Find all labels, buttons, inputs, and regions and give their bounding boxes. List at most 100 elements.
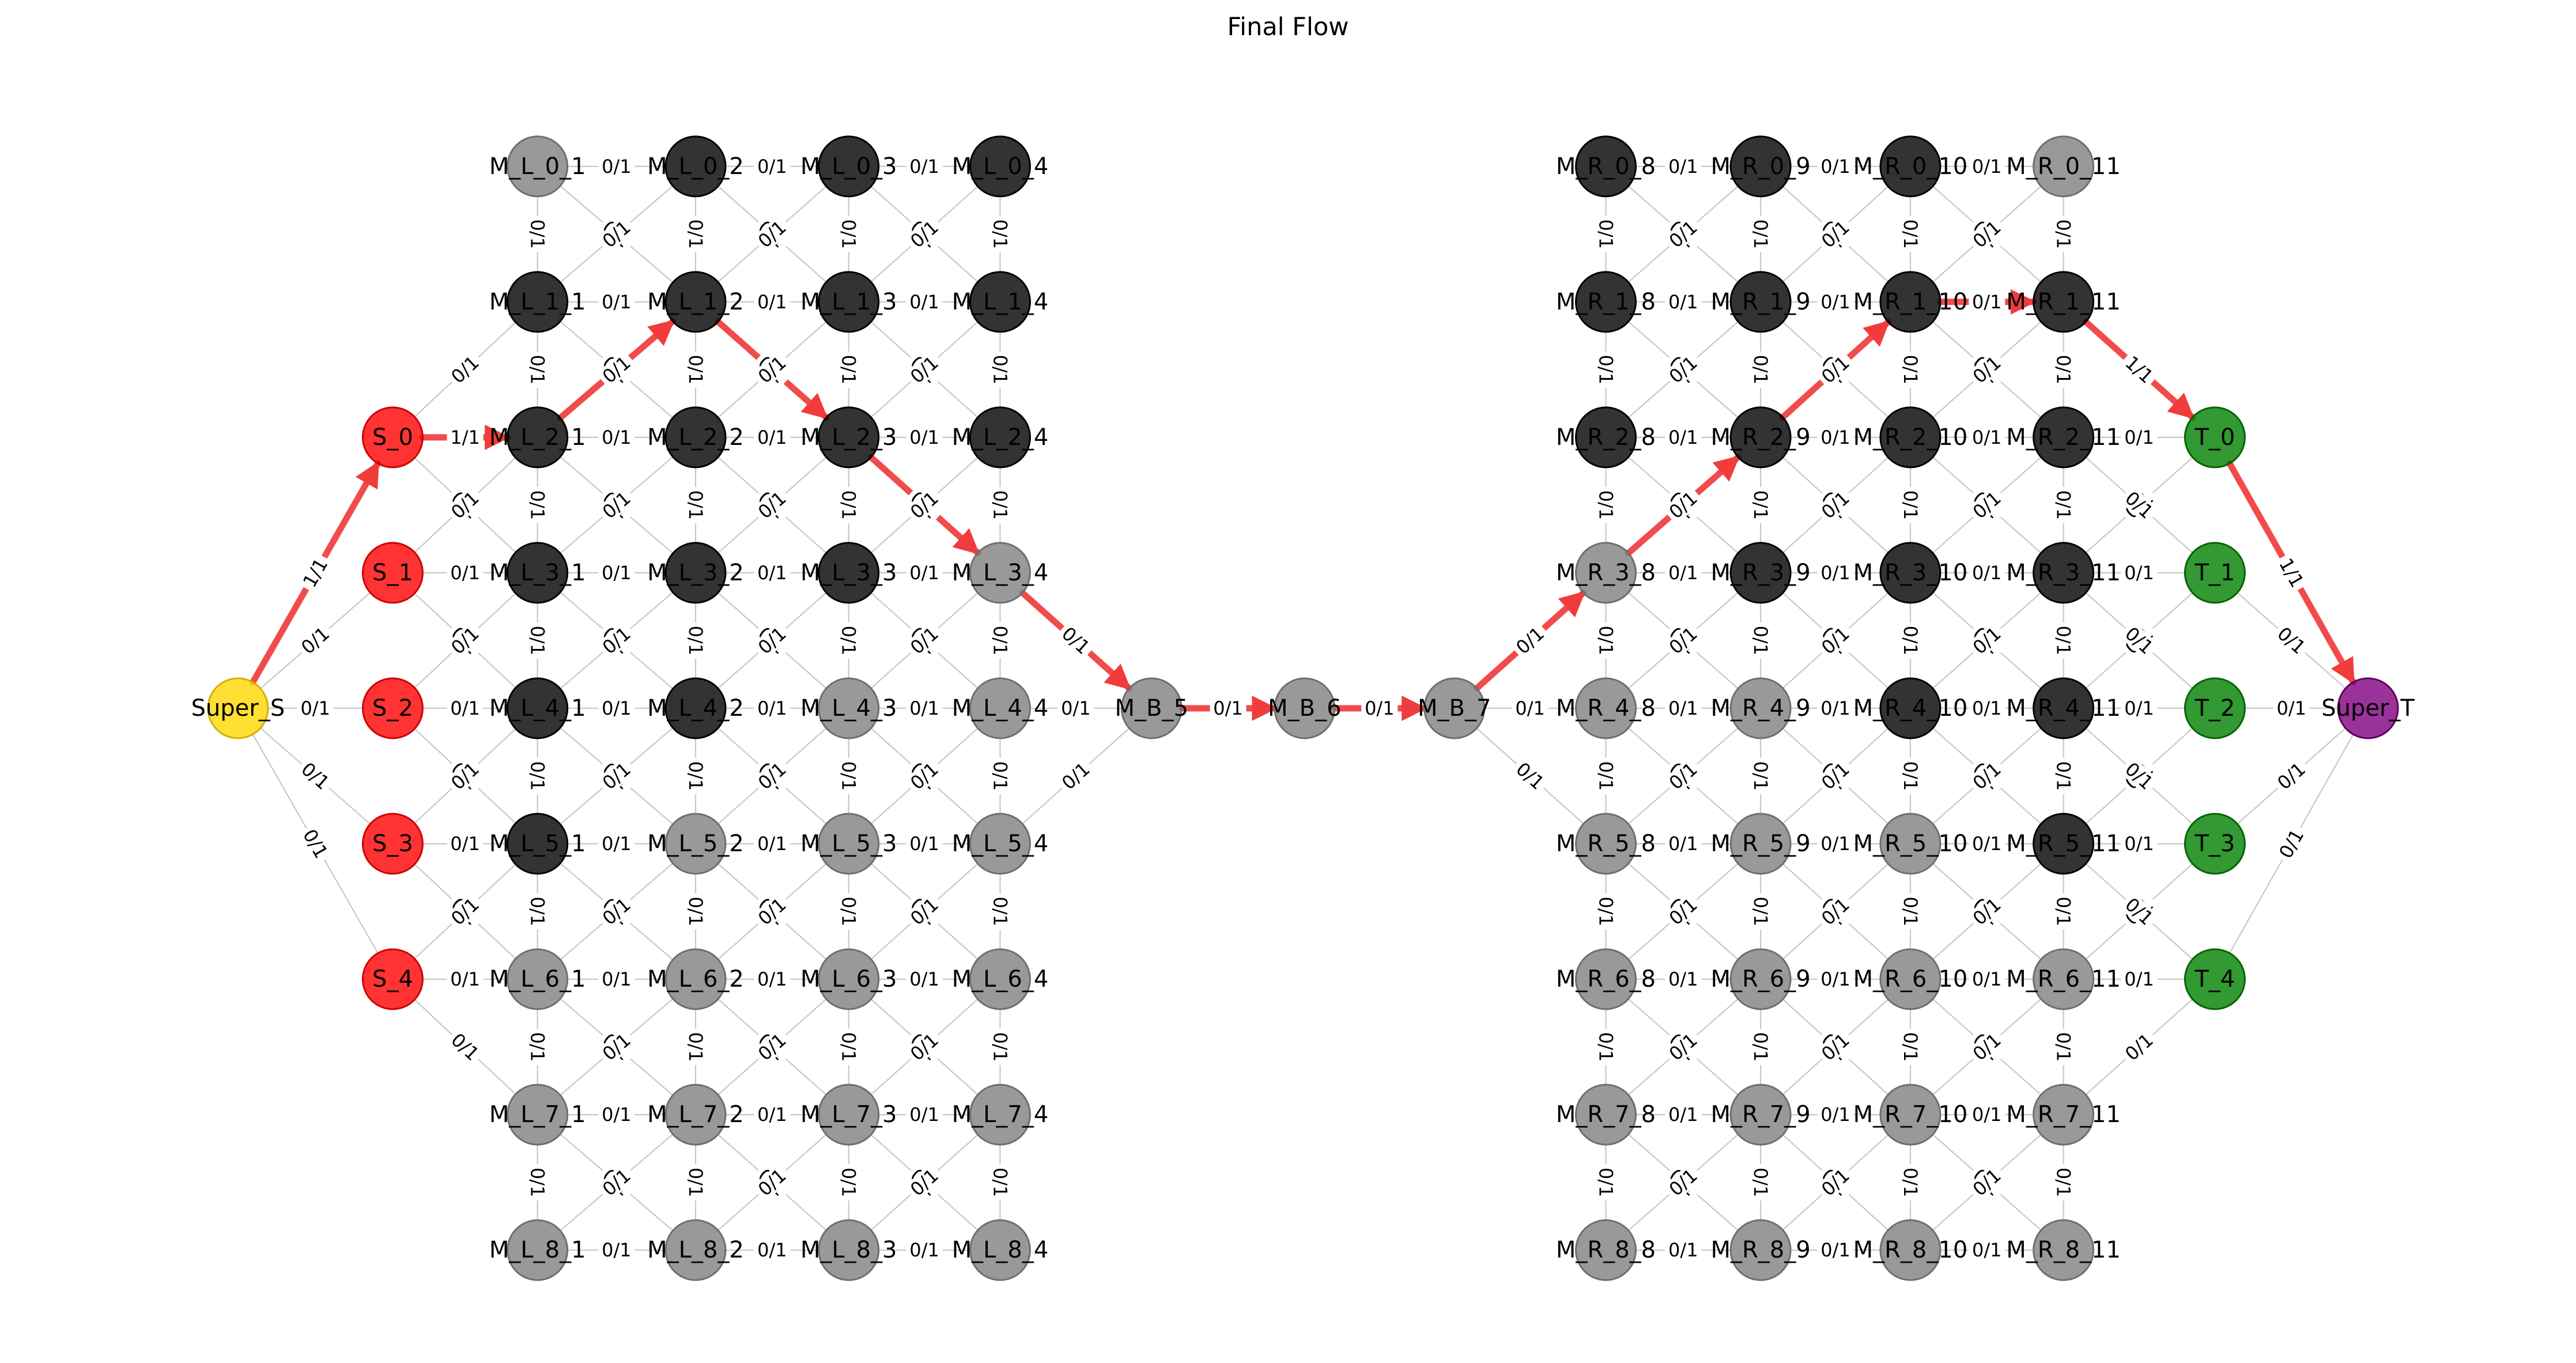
edge-label: 0/1 (685, 220, 707, 250)
edge-label-background (2053, 622, 2074, 659)
edge-label: 0/1 (602, 562, 632, 584)
edge-label-background (1595, 1029, 1616, 1066)
node-label: M_R_0_9 (1710, 153, 1810, 180)
edge-label-background (2053, 486, 2074, 523)
edge-label: 0/1 (989, 1168, 1011, 1198)
edge-label-background (1595, 351, 1616, 388)
edge-label: 0/1 (1595, 626, 1617, 656)
node-label: M_R_5_8 (1556, 830, 1656, 857)
edge-label-background (989, 216, 1011, 252)
edge-label: 0/1 (838, 761, 860, 791)
edge-label-background (685, 486, 707, 523)
edge-label-background (906, 833, 943, 855)
node-label: M_R_4_9 (1710, 695, 1810, 722)
node-label: M_R_0_10 (1853, 153, 1968, 180)
edge-label-background (1665, 426, 1702, 448)
edge-label: 0/1 (2124, 833, 2154, 855)
edge-label-background (751, 485, 793, 525)
edge-label-background (989, 486, 1011, 523)
edge-label: 0/1 (2124, 562, 2154, 584)
edge-label-background (1815, 349, 1856, 390)
node-m-r-3-8 (1575, 542, 1637, 604)
edge-label-background (1750, 893, 1772, 930)
node-label: M_R_1_9 (1710, 289, 1810, 315)
node-label: M_L_3_2 (647, 560, 744, 586)
edge-label-background (2273, 697, 2310, 719)
edge-label-background (904, 485, 945, 525)
edge-label-background (1969, 697, 2005, 719)
node-label: M_R_7_8 (1556, 1101, 1656, 1128)
edge-label: 0/1 (1668, 1239, 1698, 1261)
edge-label-background (294, 621, 336, 660)
edge-label: 0/1 (2124, 426, 2154, 448)
node-m-r-6-8 (1575, 948, 1637, 1010)
edge-label: 0/1 (989, 626, 1011, 656)
edge-label-background (527, 351, 548, 388)
node-m-l-4-1 (507, 677, 569, 739)
edge-label: 0/1 (450, 833, 480, 855)
edge-label: 0/1 (1820, 156, 1850, 178)
edge-label-background (2121, 833, 2158, 855)
node-label: M_L_1_3 (800, 289, 897, 315)
node-m-l-8-4 (969, 1219, 1031, 1281)
edge-label-background (751, 756, 793, 796)
node-m-l-0-1 (507, 135, 569, 198)
edge-label: 0/1 (1972, 156, 2002, 178)
node-m-r-6-10 (1879, 948, 1942, 1010)
node-m-l-7-2 (664, 1083, 727, 1146)
node-label: M_L_8_4 (952, 1237, 1049, 1263)
edge-label-background (1595, 486, 1616, 523)
node-label: T_0 (2194, 424, 2235, 451)
edge-label-background (1969, 833, 2005, 855)
edge-label-background (1595, 216, 1616, 252)
node-m-r-7-9 (1729, 1083, 1792, 1146)
edge-label: 0/1 (1668, 1104, 1698, 1126)
edge-label-background (527, 757, 548, 794)
edge-label: 0/1 (1820, 1239, 1850, 1261)
node-label: M_R_5_9 (1710, 830, 1810, 857)
node-m-l-7-4 (969, 1083, 1031, 1146)
edge-label-background (1815, 214, 1856, 254)
node-m-r-1-11 (2033, 271, 2095, 333)
node-label: M_R_2_10 (1853, 424, 1968, 451)
edge-label: 0/1 (2053, 897, 2075, 927)
edge-label: 0/1 (757, 968, 787, 990)
edge-label: 0/1 (1899, 761, 1921, 791)
node-m-r-5-8 (1575, 813, 1637, 875)
edge-label: 0/1 (1972, 697, 2002, 719)
node-label: M_R_1_8 (1556, 289, 1656, 315)
edge-label-background (751, 349, 793, 390)
flow-edges (250, 289, 2356, 721)
edge-label-background (1665, 833, 1702, 855)
edge-label-background (2271, 621, 2312, 660)
node-label: M_B_6 (1268, 695, 1341, 722)
node-m-l-2-1 (507, 406, 569, 469)
edge-label-background (527, 216, 548, 252)
edge-label: 0/1 (685, 490, 707, 520)
edge-label-background (527, 622, 548, 659)
edge-label-background (1665, 291, 1702, 312)
node-m-r-1-10 (1879, 271, 1942, 333)
edge-label-background (685, 622, 707, 659)
edge-label-background (1595, 893, 1616, 930)
edge-label: 0/1 (757, 1104, 787, 1126)
edge-label: 0/1 (2053, 490, 2075, 520)
edge-label-background (1663, 1162, 1704, 1202)
edge-label: 0/1 (1820, 1104, 1850, 1126)
node-m-r-1-8 (1575, 271, 1637, 333)
edge-label-background (838, 486, 859, 523)
edge-label-background (1595, 622, 1616, 659)
node-m-r-5-9 (1729, 813, 1792, 875)
node-label: M_R_0_8 (1556, 153, 1656, 180)
edge-label-background (904, 214, 945, 254)
edge-label: 0/1 (1750, 355, 1772, 385)
node-m-l-2-4 (969, 406, 1031, 469)
node-label: M_R_7_11 (2006, 1101, 2121, 1128)
edge-label: 0/1 (1595, 1032, 1617, 1062)
edge-label: 0/1 (2124, 697, 2154, 719)
edge-label: 0/1 (989, 355, 1011, 385)
edge-label: 0/1 (909, 156, 939, 178)
node-m-r-0-10 (1879, 135, 1942, 198)
edge-label: 0/1 (602, 968, 632, 990)
node-m-r-8-11 (2033, 1219, 2095, 1281)
